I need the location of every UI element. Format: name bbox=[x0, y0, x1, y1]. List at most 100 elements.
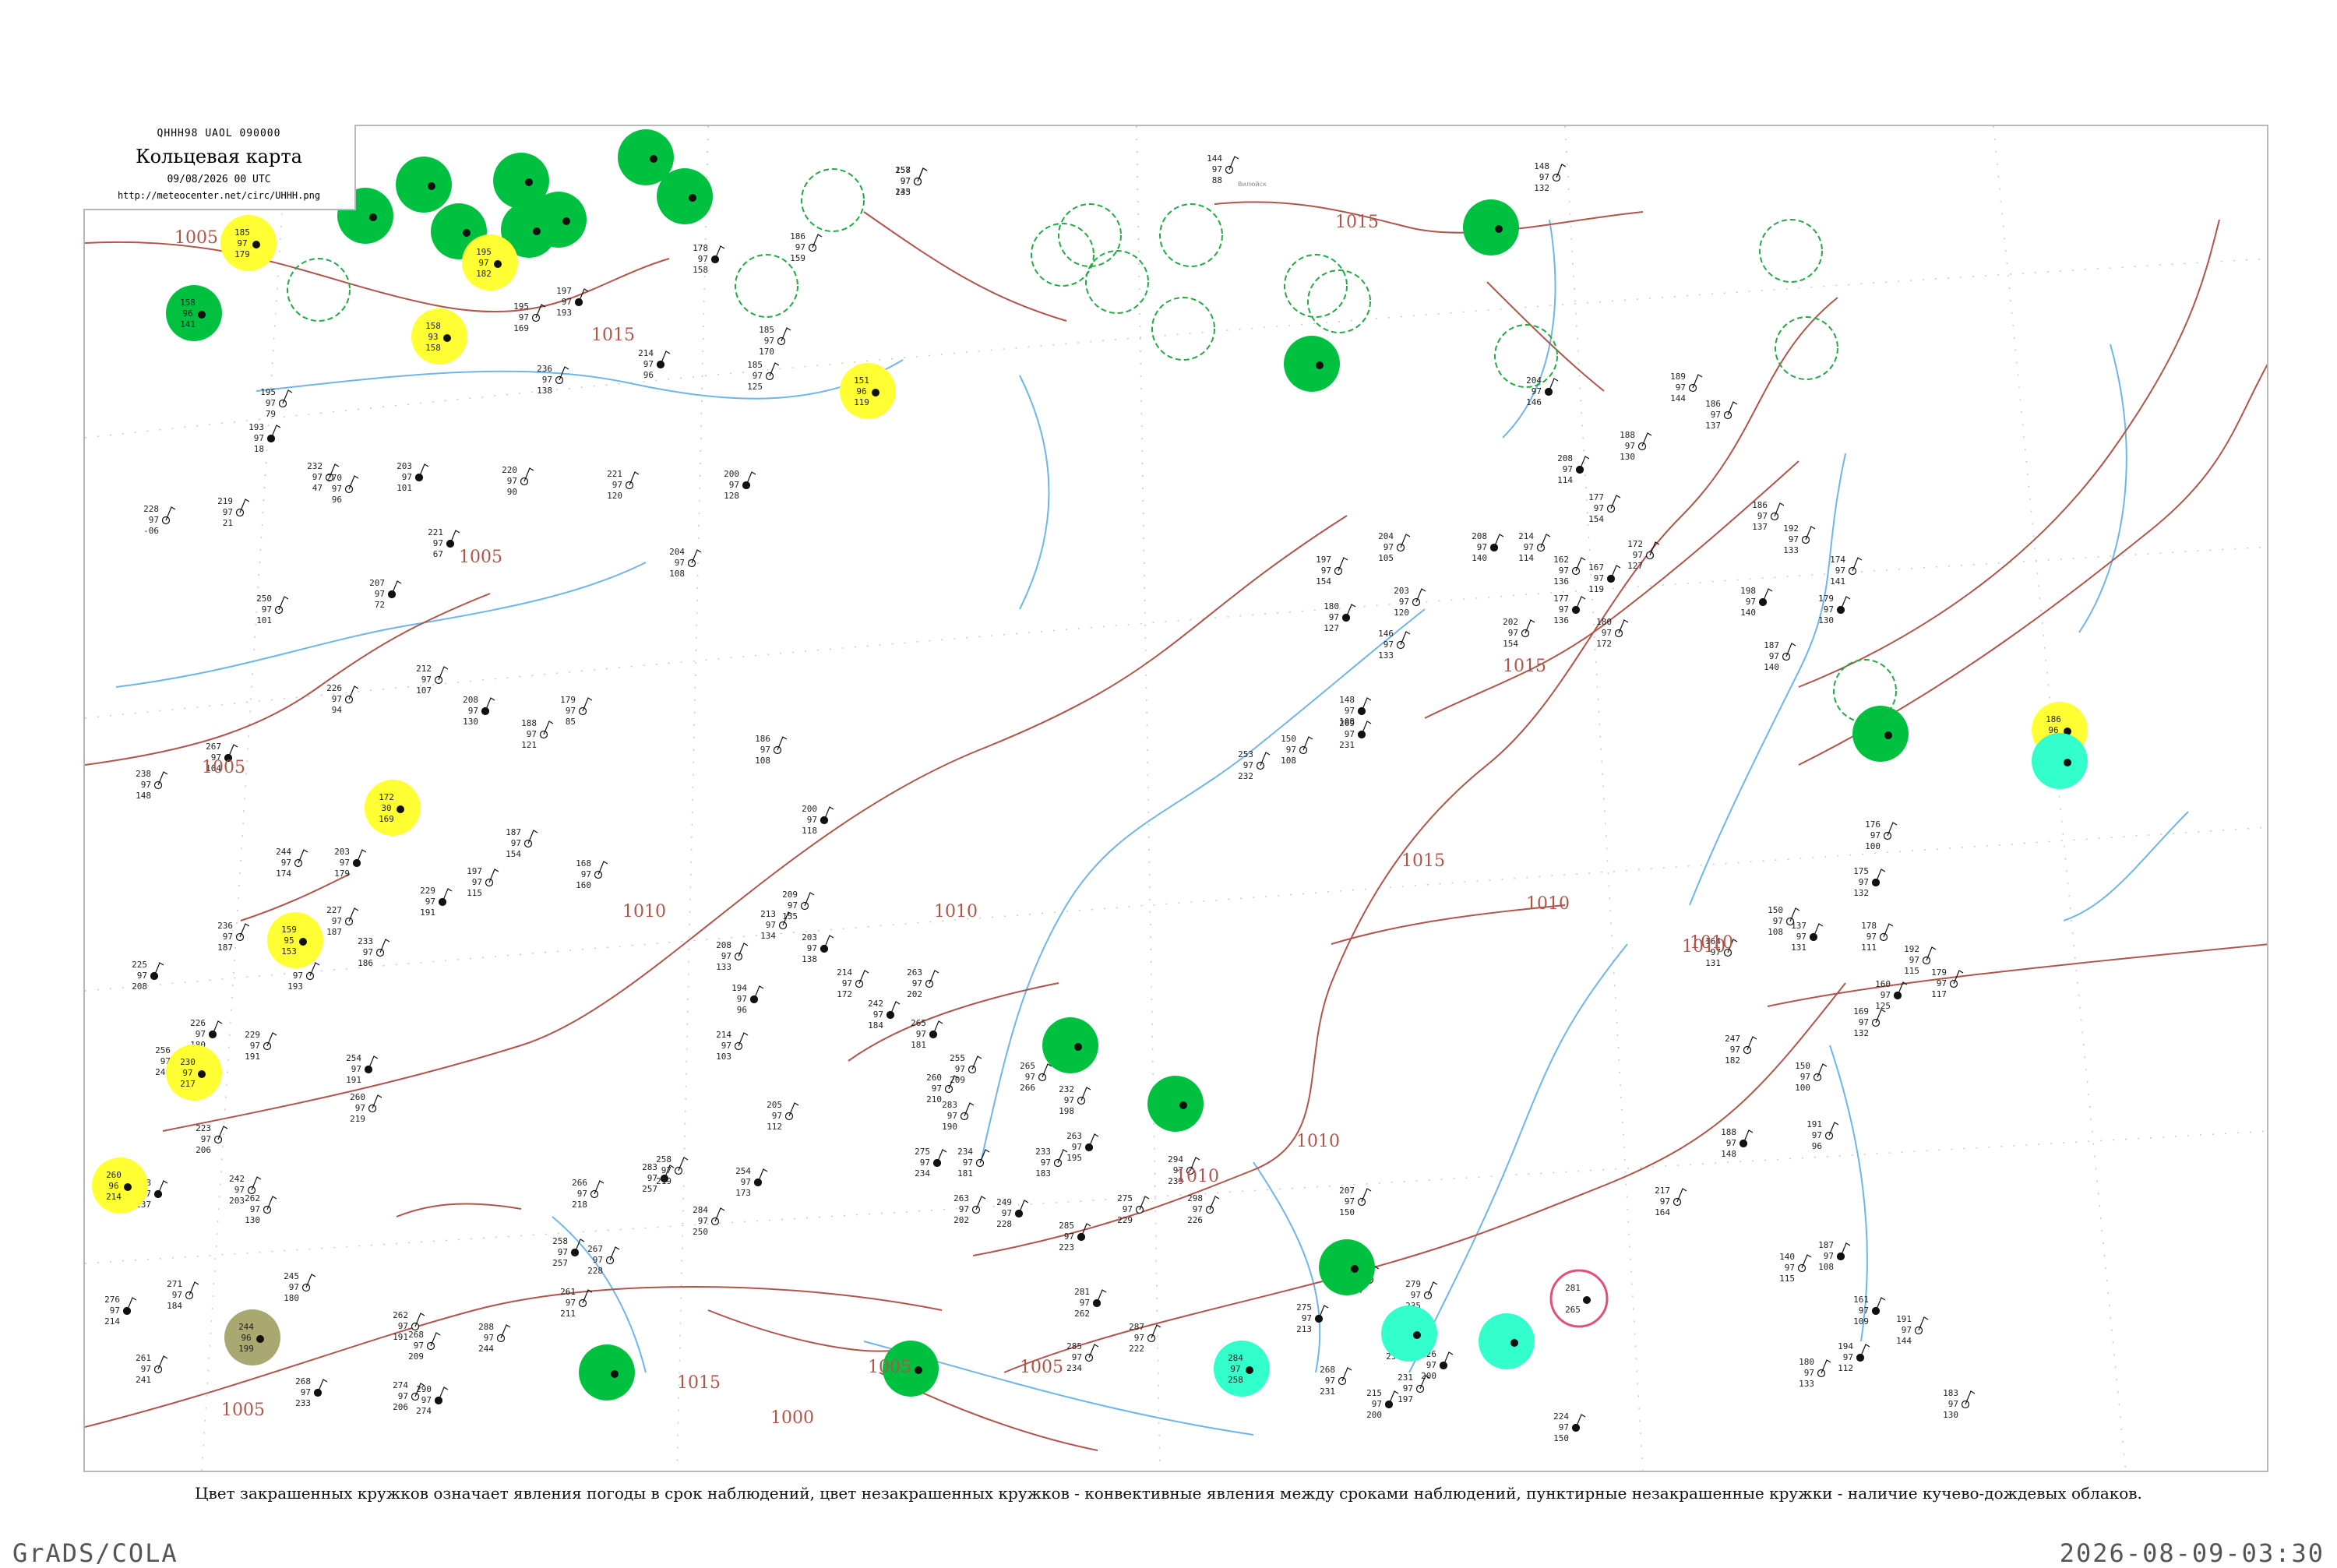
weather-circle-green bbox=[618, 129, 674, 185]
station-value: 275 bbox=[915, 1147, 930, 1157]
station-value: 191 bbox=[1896, 1314, 1912, 1324]
station-dot bbox=[525, 178, 533, 186]
station-value: 274 bbox=[393, 1380, 408, 1390]
weather-circle-green bbox=[1463, 199, 1519, 255]
wind-barb bbox=[1727, 401, 1738, 416]
river bbox=[1253, 1161, 1321, 1373]
wind-barb bbox=[1813, 923, 1824, 938]
station-value: 287 bbox=[1129, 1322, 1144, 1332]
station-value: 97 bbox=[110, 1305, 120, 1316]
station-value: 97 bbox=[721, 1041, 731, 1051]
station-value: 136 bbox=[1553, 615, 1569, 625]
station-value: 136 bbox=[1553, 576, 1569, 587]
weather-circle-fill bbox=[1479, 1313, 1535, 1369]
station-value: 191 bbox=[1807, 1119, 1822, 1129]
station-value: 97 bbox=[1902, 1325, 1912, 1335]
station-value: 130 bbox=[1943, 1410, 1958, 1420]
station-value: 262 bbox=[245, 1193, 260, 1203]
station-value: 227 bbox=[326, 905, 342, 915]
weather-circle-value: 199 bbox=[238, 1344, 254, 1354]
station-value: 218 bbox=[572, 1200, 587, 1210]
station-value: 161 bbox=[1853, 1295, 1869, 1305]
wind-barb bbox=[1887, 822, 1898, 837]
station-value: 97 bbox=[901, 176, 911, 186]
station-value: 194 bbox=[1838, 1341, 1853, 1351]
station-value: 263 bbox=[907, 967, 922, 978]
station-value: 97 bbox=[1835, 566, 1845, 576]
river bbox=[2063, 811, 2189, 921]
wind-barb bbox=[157, 1355, 168, 1370]
station-value: 275 bbox=[1117, 1193, 1133, 1203]
station-value: 191 bbox=[346, 1075, 361, 1085]
wind-barb bbox=[1190, 1157, 1200, 1172]
station-value: 97 bbox=[201, 1134, 211, 1144]
station-dot bbox=[369, 213, 377, 221]
station-dot bbox=[1495, 225, 1503, 233]
isobar-line bbox=[1424, 460, 1799, 719]
wind-barb bbox=[1361, 697, 1372, 712]
station-value: 97 bbox=[955, 1064, 965, 1074]
station-value: 97 bbox=[1173, 1165, 1183, 1175]
station-value: 97 bbox=[932, 1084, 942, 1094]
station-value: 180 bbox=[1799, 1357, 1814, 1367]
wind-barb bbox=[1575, 557, 1586, 572]
graticule bbox=[85, 126, 2267, 1471]
isobar-label: 1005 bbox=[221, 1401, 265, 1420]
station-value: 97 bbox=[916, 1029, 926, 1039]
isobar-line bbox=[1214, 201, 1644, 234]
station-value: 97 bbox=[1948, 1399, 1958, 1409]
wind-barb bbox=[1345, 604, 1356, 618]
station-value: 97 bbox=[566, 706, 576, 716]
station-value: 207 bbox=[1339, 1186, 1355, 1196]
station-value: 244 bbox=[276, 847, 291, 857]
station-value: 97 bbox=[398, 1321, 408, 1331]
wind-barb bbox=[1151, 1324, 1161, 1339]
station-value: 233 bbox=[358, 936, 373, 946]
station-value: 96 bbox=[1812, 1141, 1822, 1151]
station-value: 219 bbox=[350, 1114, 365, 1124]
wind-barb bbox=[1415, 588, 1426, 603]
station-value: 263 bbox=[953, 1193, 969, 1203]
station-value: 97 bbox=[262, 604, 272, 615]
map-time: 09/08/2026 00 UTC bbox=[167, 174, 271, 185]
isobar-label: 1015 bbox=[591, 326, 635, 345]
wind-barb bbox=[1400, 534, 1411, 548]
wind-barb bbox=[1801, 1254, 1812, 1269]
station-value: 97 bbox=[766, 920, 776, 930]
wind-barb bbox=[1361, 721, 1372, 735]
cb-ring bbox=[287, 258, 351, 322]
wind-barb bbox=[782, 911, 793, 926]
station-value: 169 bbox=[513, 323, 529, 333]
station-value: 231 bbox=[1398, 1372, 1413, 1383]
station-value: 97 bbox=[511, 838, 521, 848]
station-value: 97 bbox=[1345, 706, 1355, 716]
station-value: 115 bbox=[1779, 1274, 1795, 1284]
station-dot bbox=[124, 1183, 132, 1191]
wind-barb bbox=[1727, 939, 1738, 953]
station-value: 96 bbox=[737, 1005, 747, 1015]
weather-circle-value: 93 bbox=[428, 332, 438, 342]
wind-barb bbox=[227, 744, 238, 759]
station-value: 187 bbox=[1818, 1240, 1834, 1250]
wind-barb bbox=[485, 697, 495, 712]
wind-barb bbox=[1302, 736, 1313, 751]
weather-circle-value: 169 bbox=[379, 814, 394, 824]
